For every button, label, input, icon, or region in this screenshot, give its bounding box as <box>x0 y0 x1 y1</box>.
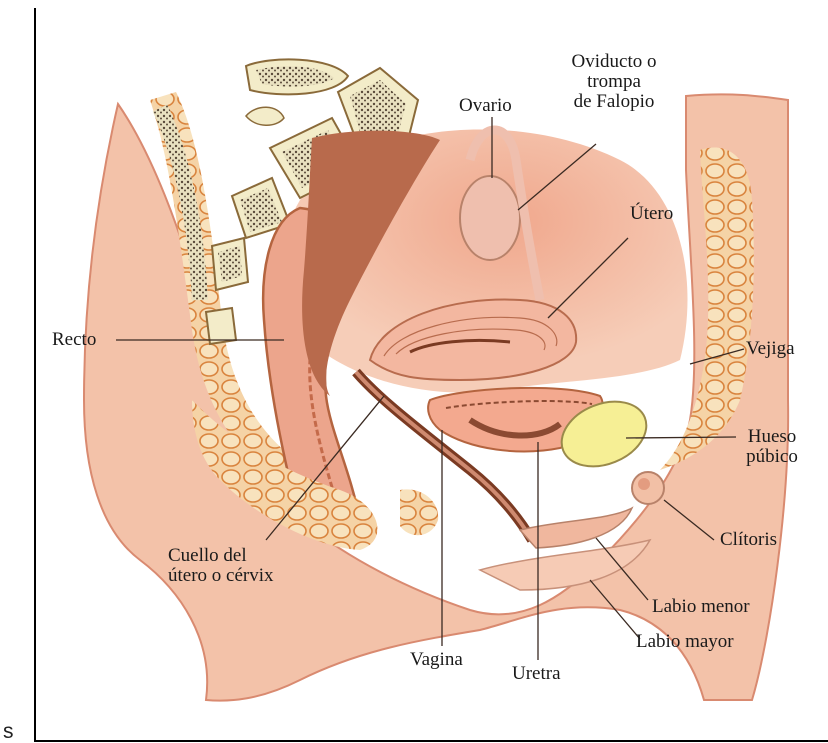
label-cuello-cervix: Cuello del útero o cérvix <box>168 546 274 586</box>
label-labio-mayor: Labio mayor <box>636 632 734 652</box>
corner-letter: s <box>3 722 14 742</box>
label-ovario: Ovario <box>459 96 512 116</box>
label-hueso-pubico: Hueso púbico <box>738 427 806 467</box>
label-labio-menor: Labio menor <box>652 597 750 617</box>
label-recto: Recto <box>52 330 96 350</box>
label-cuello-line-2: útero o cérvix <box>168 566 274 586</box>
perineal-fat <box>400 489 438 535</box>
label-uretra: Uretra <box>512 664 561 684</box>
label-vejiga: Vejiga <box>746 339 795 359</box>
label-vagina: Vagina <box>410 650 463 670</box>
label-cuello-line-1: Cuello del <box>168 546 274 566</box>
label-hueso-line-1: Hueso <box>738 427 806 447</box>
ovary <box>460 176 520 260</box>
label-utero: Útero <box>630 204 673 224</box>
labia-minora <box>520 508 632 548</box>
label-oviducto-line-1: Oviducto o <box>555 52 673 72</box>
label-oviducto-line-3: de Falopio <box>555 92 673 112</box>
label-hueso-line-2: púbico <box>738 447 806 467</box>
label-oviducto-line-2: trompa <box>555 72 673 92</box>
label-oviducto: Oviducto o trompa de Falopio <box>555 52 673 112</box>
label-clitoris: Clítoris <box>720 530 777 550</box>
